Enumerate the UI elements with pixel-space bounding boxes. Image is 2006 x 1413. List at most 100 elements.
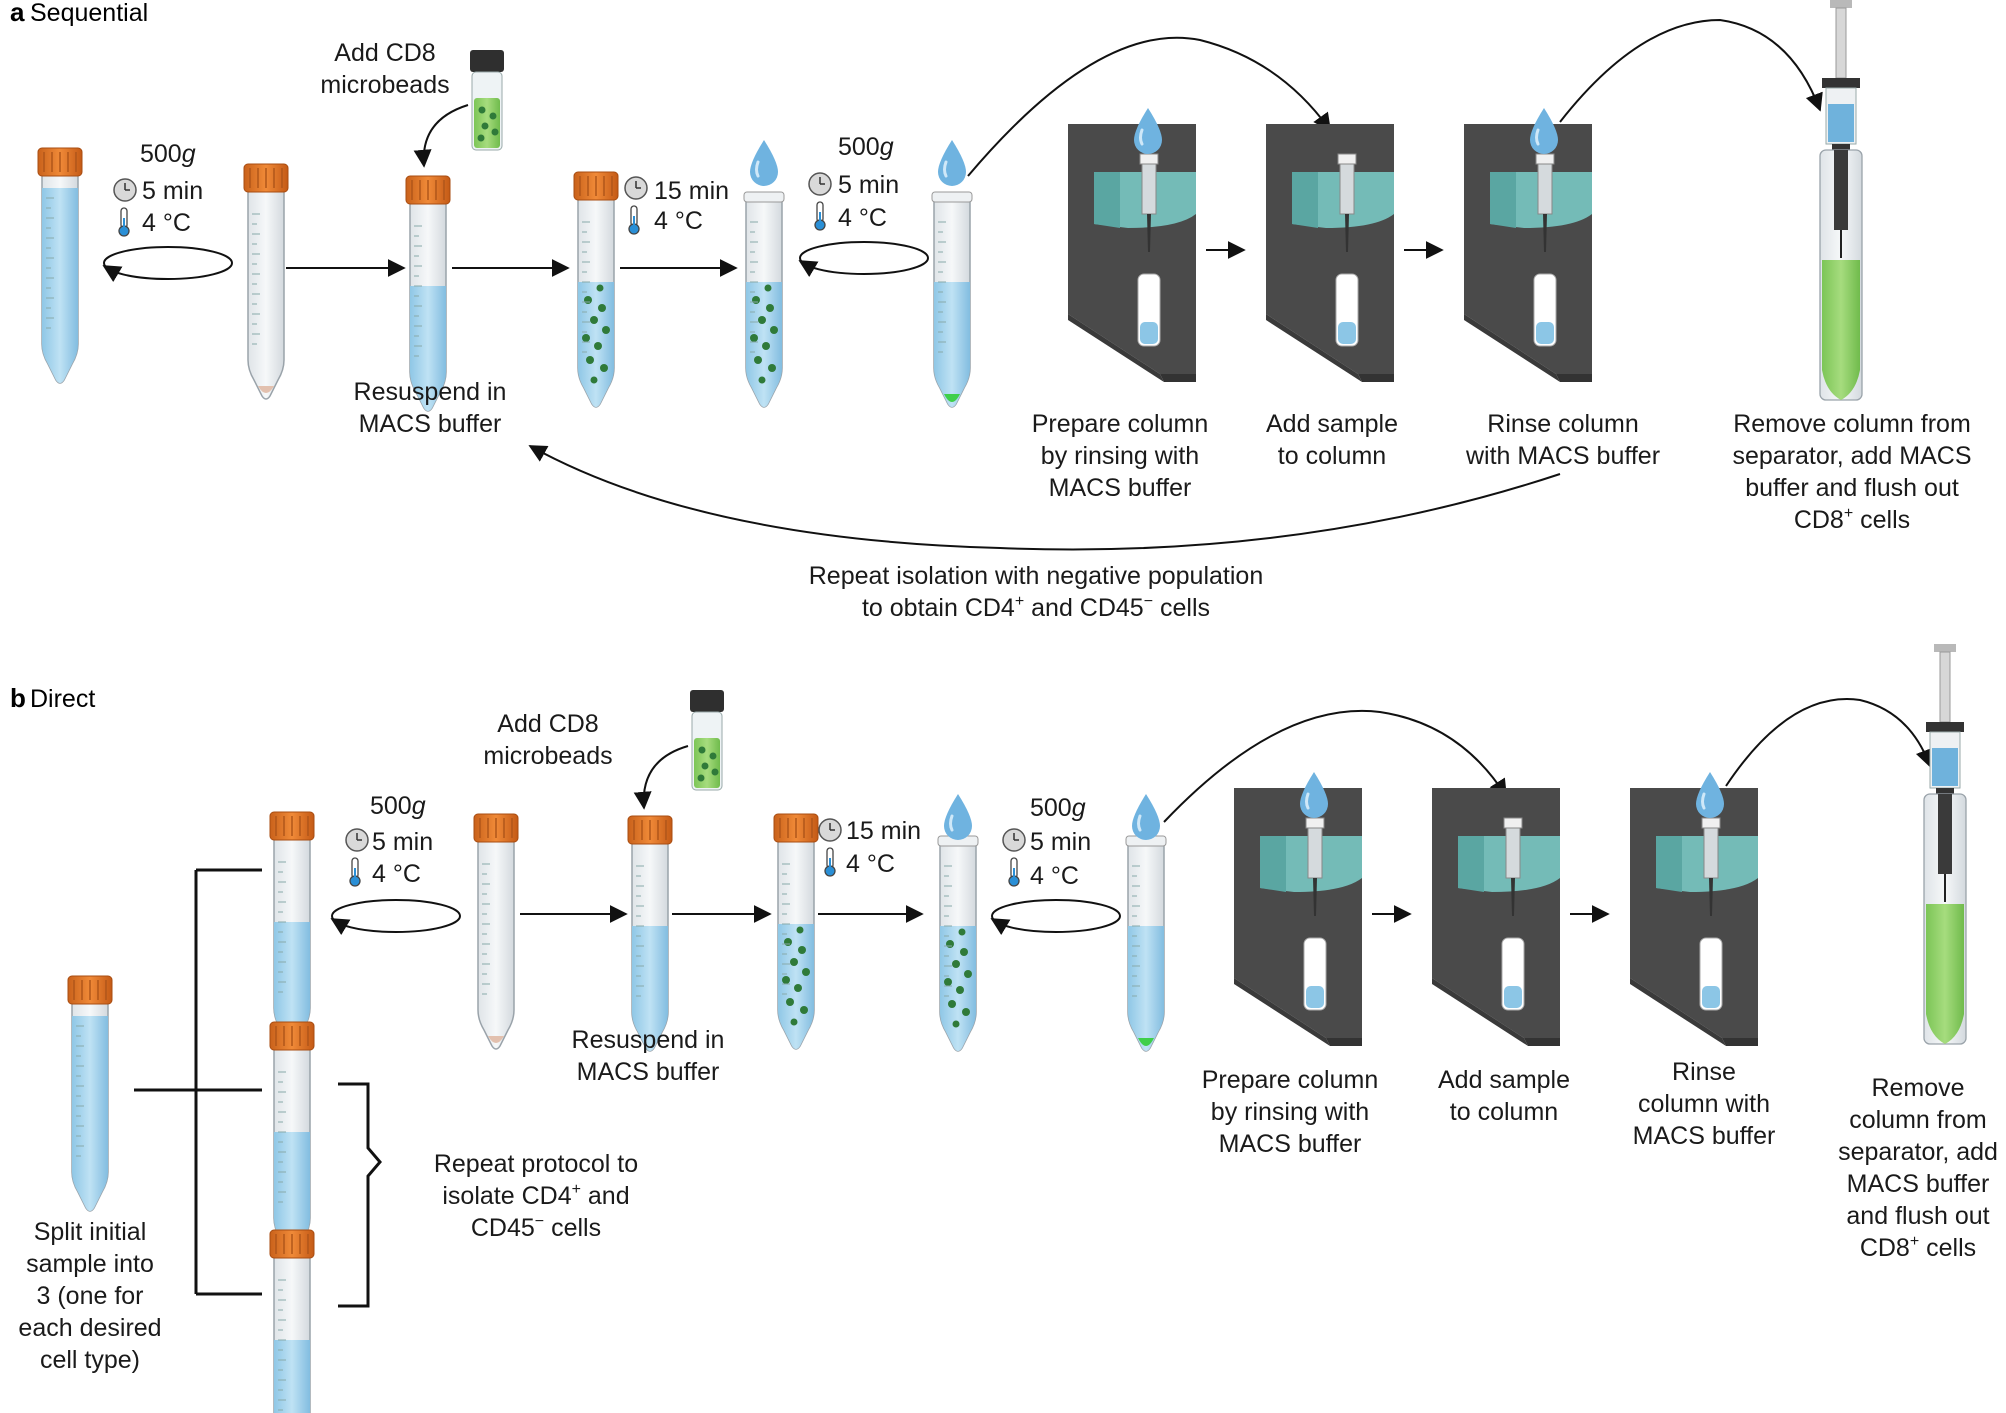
b-split-line1: Split initial xyxy=(34,1218,147,1246)
transfer-arrow xyxy=(1559,18,1823,123)
b-centrifuge1-temp: 4 °C xyxy=(372,860,421,888)
b-incubate-temp: 4 °C xyxy=(846,850,895,878)
separator-stand-3 xyxy=(1629,787,1759,1047)
tube-a5 xyxy=(743,191,785,408)
tube-b-split2 xyxy=(269,1021,315,1258)
b-step1-line1: Prepare column xyxy=(1202,1066,1378,1094)
b-step4-line3: separator, add xyxy=(1838,1138,1998,1166)
a-centrifuge2-force: 500g xyxy=(838,133,894,161)
panel-a-letter: a xyxy=(10,0,25,27)
panel-b-letter: b xyxy=(10,683,26,713)
separator-stand-2 xyxy=(1265,123,1395,383)
buffer-drop-icon xyxy=(1132,106,1164,156)
b-split-line4: each desired xyxy=(18,1314,161,1342)
b-centrifuge2-time: 5 min xyxy=(1030,828,1091,856)
a-step4-line2: separator, add MACS xyxy=(1732,442,1971,470)
buffer-drop-icon xyxy=(1528,106,1560,156)
a-add-beads-line2: microbeads xyxy=(320,71,449,99)
repeat-loop-arrow xyxy=(528,445,1561,551)
b-split-line2: sample into xyxy=(26,1250,154,1278)
buffer-drop-icon xyxy=(942,792,974,842)
b-step3-line1: Rinse xyxy=(1672,1058,1736,1086)
b-resuspend-line1: Resuspend in xyxy=(572,1026,725,1054)
b-add-beads-line2: microbeads xyxy=(483,742,612,770)
a-resuspend-line1: Resuspend in xyxy=(354,378,507,406)
b-step1-line2: by rinsing with xyxy=(1211,1098,1369,1126)
buffer-drop-icon xyxy=(936,138,968,188)
thermometer-icon xyxy=(814,201,826,231)
a-step3-line2: with MACS buffer xyxy=(1465,442,1660,470)
b-step4-line5: and flush out xyxy=(1846,1202,1989,1230)
clock-icon xyxy=(808,172,832,196)
a-step2-line1: Add sample xyxy=(1266,410,1398,438)
b-centrifuge2-temp: 4 °C xyxy=(1030,862,1079,890)
b-step2-line1: Add sample xyxy=(1438,1066,1570,1094)
spin-arrow-head xyxy=(990,918,1011,936)
spin-arrow xyxy=(799,241,929,275)
repeat-brace xyxy=(338,1082,382,1308)
a-step4-line4: CD8+ cells xyxy=(1794,505,1910,534)
a-incubate-temp: 4 °C xyxy=(654,207,703,235)
tube-b-initial xyxy=(67,975,113,1212)
b-centrifuge1-time: 5 min xyxy=(372,828,433,856)
transfer-arrow xyxy=(1725,698,1933,787)
b-step3-line2: column with xyxy=(1638,1090,1770,1118)
add-beads-arrow xyxy=(633,745,689,810)
tube-b5 xyxy=(937,835,979,1052)
syringe-column xyxy=(1923,643,1967,1045)
buffer-drop-icon xyxy=(1130,792,1162,842)
tube-b3 xyxy=(627,815,673,1052)
a-add-beads-line1: Add CD8 xyxy=(334,39,435,67)
a-centrifuge2-temp: 4 °C xyxy=(838,204,887,232)
a-centrifuge2-time: 5 min xyxy=(838,171,899,199)
a-centrifuge1-time: 5 min xyxy=(142,177,203,205)
spin-arrow-head xyxy=(798,260,819,278)
add-beads-arrow xyxy=(413,104,469,168)
transfer-arrow xyxy=(967,36,1332,177)
tube-b-split1 xyxy=(269,811,315,1048)
transfer-arrow xyxy=(1163,710,1507,823)
buffer-drop-icon xyxy=(1298,770,1330,820)
spin-arrow xyxy=(103,246,233,280)
b-centrifuge2-force: 500g xyxy=(1030,794,1086,822)
b-resuspend-line2: MACS buffer xyxy=(577,1058,720,1086)
a-centrifuge1-temp: 4 °C xyxy=(142,209,191,237)
panel-a-title: Sequential xyxy=(30,0,148,27)
a-step1-line2: by rinsing with xyxy=(1041,442,1199,470)
separator-stand-2 xyxy=(1431,787,1561,1047)
spin-arrow-head xyxy=(330,918,351,936)
b-split-line5: cell type) xyxy=(40,1346,140,1374)
clock-icon xyxy=(1002,828,1026,852)
b-incubate-time: 15 min xyxy=(846,817,921,845)
buffer-drop-icon xyxy=(1694,770,1726,820)
separator-stand-1 xyxy=(1067,123,1197,383)
b-repeat-line3: CD45− cells xyxy=(471,1213,601,1242)
b-step4-line4: MACS buffer xyxy=(1847,1170,1990,1198)
microbead-vial xyxy=(689,689,725,791)
spin-arrow-head xyxy=(102,265,123,283)
clock-icon xyxy=(345,828,369,852)
tube-a4 xyxy=(573,171,619,408)
b-step2-line2: to column xyxy=(1450,1098,1558,1126)
b-step4-line6: CD8+ cells xyxy=(1860,1233,1976,1262)
clock-icon xyxy=(818,818,842,842)
b-step4-line2: column from xyxy=(1849,1106,1987,1134)
syringe-column xyxy=(1819,0,1863,401)
spin-arrow xyxy=(331,899,461,933)
clock-icon xyxy=(624,176,648,200)
a-step3-line1: Rinse column xyxy=(1487,410,1638,438)
b-split-line3: 3 (one for xyxy=(36,1282,143,1310)
tube-b4 xyxy=(773,813,819,1050)
a-repeat-line2: to obtain CD4+ and CD45− cells xyxy=(862,593,1210,622)
b-centrifuge1-force: 500g xyxy=(370,792,426,820)
a-step1-line1: Prepare column xyxy=(1032,410,1208,438)
tube-a3 xyxy=(405,175,451,412)
panel-b-title: Direct xyxy=(30,685,95,713)
tube-b6 xyxy=(1125,835,1167,1052)
a-centrifuge1-force: 500g xyxy=(140,140,196,168)
a-step4-line3: buffer and flush out xyxy=(1745,474,1959,502)
tube-b2 xyxy=(473,813,519,1050)
a-step4-line1: Remove column from xyxy=(1733,410,1971,438)
